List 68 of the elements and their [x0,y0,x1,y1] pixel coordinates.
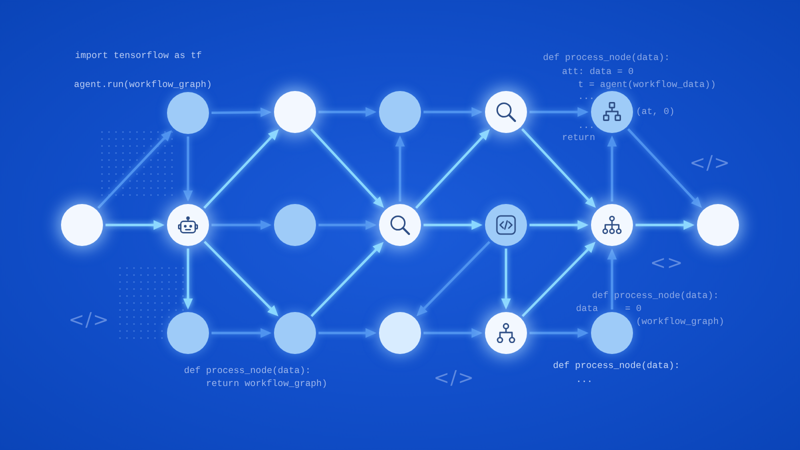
code-text: return workflow_graph) [206,378,328,390]
code-text: (at, 0) [636,106,675,118]
arrow [310,128,384,208]
graph-node [485,312,527,354]
code-text: return [562,132,596,144]
graph-node [379,91,421,133]
graph-node [485,204,527,246]
arrow [530,220,589,230]
graph-node [167,92,209,134]
graph-node [167,204,209,246]
code-text: def process_node(data): [184,365,311,377]
arrow [521,128,596,208]
graph-node [274,91,316,133]
arrow [636,220,695,230]
arrow [522,242,596,318]
code-text: data [576,303,598,315]
arrow [607,136,617,202]
code-text: def process_node(data): [553,360,680,372]
arrow [106,220,165,230]
arrow [318,220,377,230]
arrow [530,328,589,338]
arrow [318,328,377,338]
arrow [183,136,193,202]
arrow [203,129,279,209]
graph-node [274,204,316,246]
code-text: ... [578,91,595,103]
code-text: def process_node(data): [543,52,670,64]
code-symbol: </> [434,367,475,389]
arrow [424,328,483,338]
code-text: import tensorflow as tf [75,50,202,62]
arrow [416,240,490,316]
code-symbol: </> [68,309,110,331]
code-symbol: </> [690,152,731,174]
arrow [97,130,172,209]
graph-node [274,312,316,354]
code-text: def process_node(data): [592,290,719,302]
code-symbol: <> [650,252,684,274]
arrow [211,107,272,118]
code-text: att: data = 0 [562,66,634,78]
code-text: ... [576,374,593,386]
code-text: agent.run(workflow_graph) [74,79,212,91]
arrow [424,107,483,117]
arrow [415,129,490,209]
arrow [607,248,617,310]
arrow [424,220,483,230]
arrow [183,248,193,310]
code-text: t = agent(workflow_data)) [578,79,716,91]
arrow [627,128,702,208]
code-text: ... [578,120,595,132]
graph-node [591,204,633,246]
graph-node [61,204,103,246]
graph-node [697,204,739,246]
graph-node [379,204,421,246]
code-text: (workflow_graph) [636,316,724,328]
arrow [501,248,511,310]
graph-node [167,312,209,354]
code-text: = 0 [625,303,642,315]
arrow [310,242,384,318]
graph-node [379,312,421,354]
graph-node [591,91,633,133]
graph-node [591,312,633,354]
arrow [212,220,272,230]
graph-node [485,91,527,133]
arrow [318,107,377,117]
arrow [212,328,272,338]
arrow [204,240,278,316]
arrow [530,107,589,117]
arrow [395,136,405,202]
